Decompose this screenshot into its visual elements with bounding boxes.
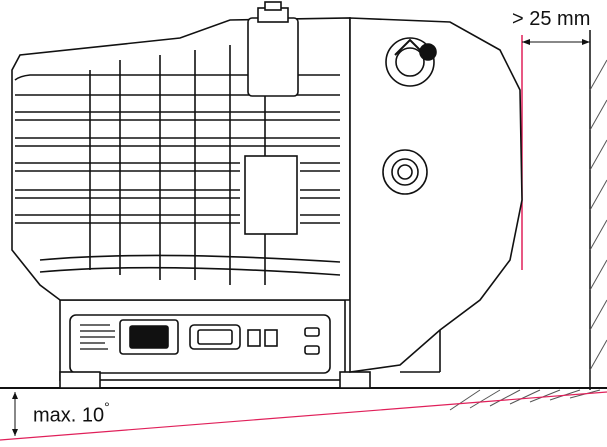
tilt-label-unit: ° xyxy=(104,399,110,415)
tilt-indicator xyxy=(0,391,607,441)
tilt-label-text: max. 10 xyxy=(33,404,105,427)
pump-illustration xyxy=(11,1,523,389)
wall-hatch xyxy=(589,30,607,390)
clearance-label: > 25 mm xyxy=(512,8,591,30)
tilt-label: max. 10° xyxy=(33,399,110,428)
clearance-dimension xyxy=(521,35,590,270)
